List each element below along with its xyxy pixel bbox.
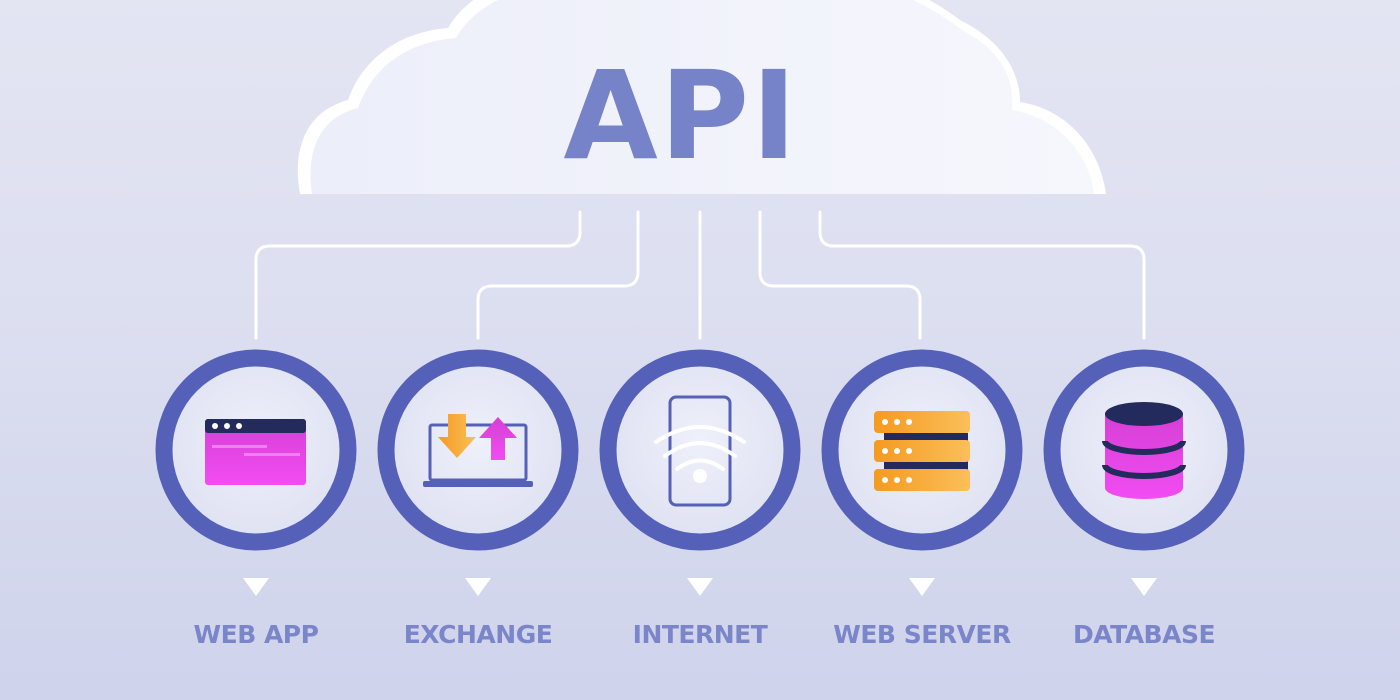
pointer-triangle [243, 578, 269, 596]
node-label: DATABASE [1073, 620, 1215, 649]
server-rack-icon [874, 411, 970, 491]
node-database[interactable]: DATABASE [1043, 349, 1245, 649]
laptop-exchange-arrows-icon [423, 414, 533, 487]
node-label: WEB APP [194, 620, 319, 649]
node-label: INTERNET [633, 620, 768, 649]
connector-database [818, 210, 1146, 340]
phone-wifi-icon [654, 395, 746, 507]
node-label: EXCHANGE [404, 620, 553, 649]
connector-web-server [758, 210, 922, 340]
node-web-server[interactable]: WEB SERVER [821, 349, 1023, 649]
node-ring [599, 349, 801, 551]
pointer-triangle [909, 578, 935, 596]
database-cylinder-icon [1102, 402, 1186, 499]
node-web-app[interactable]: WEB APP [155, 349, 357, 649]
cloud-shape [297, 0, 1106, 194]
pointer-triangle [465, 578, 491, 596]
pointer-triangle [687, 578, 713, 596]
connector-exchange [476, 210, 640, 340]
connector-lines [254, 210, 1146, 340]
pointer-triangle [1131, 578, 1157, 596]
browser-window-icon [205, 419, 306, 485]
node-internet[interactable]: INTERNET [599, 349, 801, 649]
node-ring [377, 349, 579, 551]
node-exchange[interactable]: EXCHANGE [377, 349, 579, 649]
api-title: API [563, 45, 798, 187]
connector-web-app [254, 210, 582, 340]
node-label: WEB SERVER [833, 620, 1011, 649]
